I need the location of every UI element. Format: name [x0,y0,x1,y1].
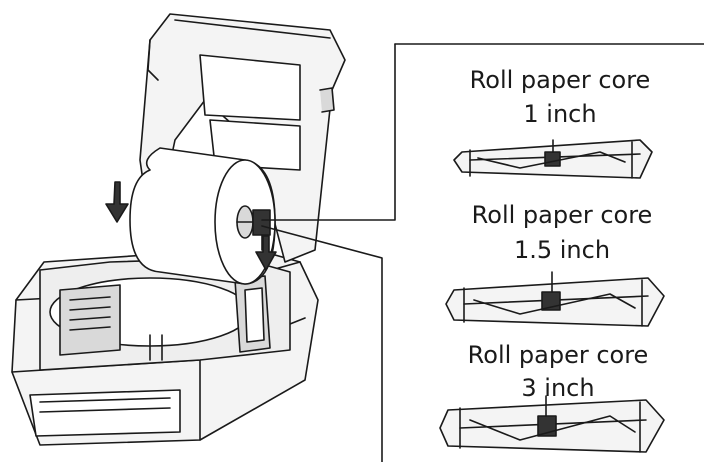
core-15-title: Roll paper core [471,201,653,229]
core-15-size: 1.5 inch [513,236,611,264]
core-3inch-drawing [439,395,665,453]
core-15inch-drawing [445,271,665,327]
core-1-title: Roll paper core [469,66,651,94]
arrow-right-down [255,235,277,271]
core-3-title: Roll paper core [467,341,649,369]
core-1inch-drawing [453,139,653,179]
arrow-left-down [105,181,129,223]
core-3-size: 3 inch [521,374,595,402]
core-1-size: 1 inch [523,100,597,128]
